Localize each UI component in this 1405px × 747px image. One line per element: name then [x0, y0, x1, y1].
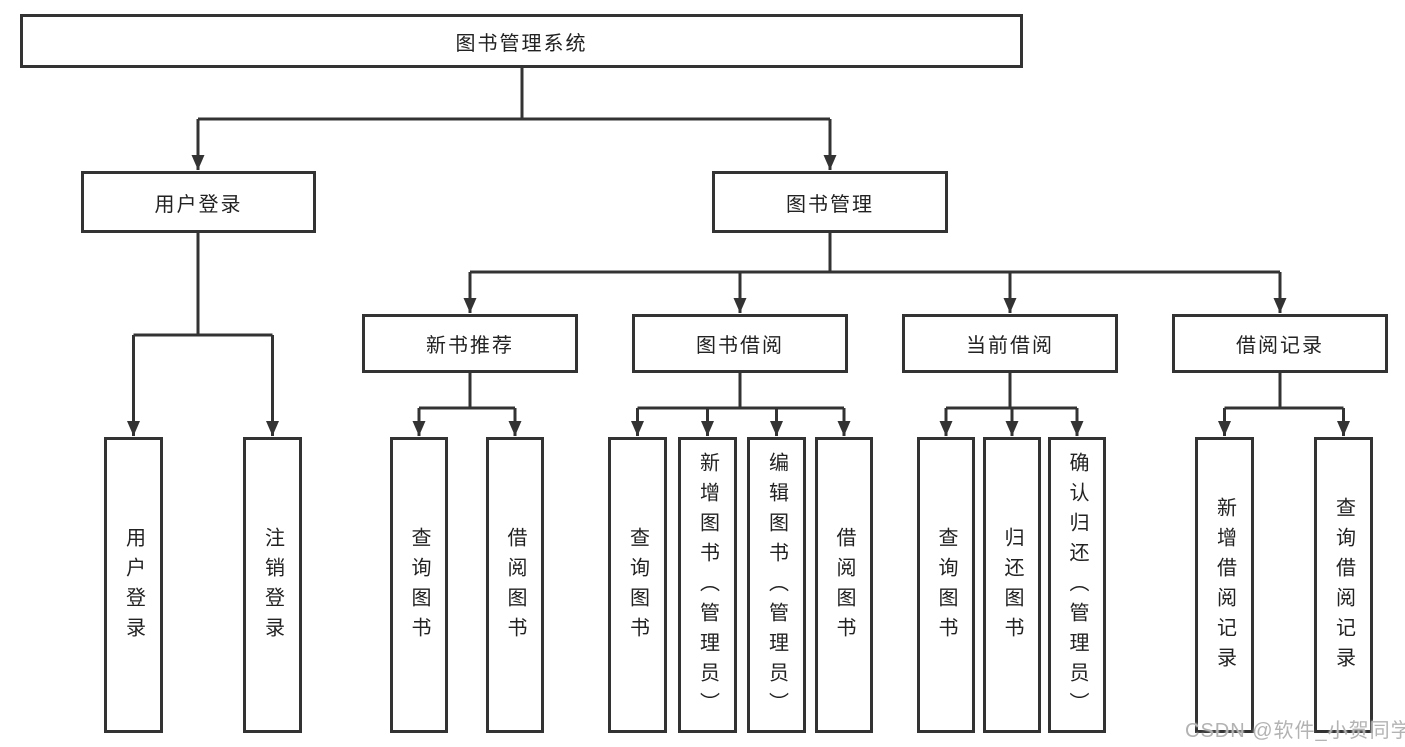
- node-query-books-current: 查询图书: [917, 437, 975, 733]
- node-query-books-borrowing: 查询图书: [608, 437, 667, 733]
- node-login: 用户登录: [104, 437, 163, 733]
- node-borrow-books-recommend: 借阅图书: [486, 437, 544, 733]
- node-new-book-recommend: 新书推荐: [362, 314, 578, 373]
- node-edit-book-admin: 编辑图书（管理员）: [747, 437, 806, 733]
- node-root: 图书管理系统: [20, 14, 1023, 68]
- node-confirm-return-admin: 确认归还（管理员）: [1048, 437, 1106, 733]
- node-logout: 注销登录: [243, 437, 302, 733]
- node-book-borrowing: 图书借阅: [632, 314, 848, 373]
- node-return-book: 归还图书: [983, 437, 1041, 733]
- node-add-borrow-record: 新增借阅记录: [1195, 437, 1254, 733]
- csdn-watermark: CSDN @软件_小贺同学: [1185, 720, 1405, 742]
- tree-trunk-lines: [133, 68, 1344, 410]
- node-book-management: 图书管理: [712, 171, 948, 233]
- node-user-login-module: 用户登录: [81, 171, 316, 233]
- node-borrow-books-borrowing: 借阅图书: [815, 437, 873, 733]
- node-add-book-admin: 新增图书（管理员）: [678, 437, 737, 733]
- node-borrowing-records: 借阅记录: [1172, 314, 1388, 373]
- node-query-books-recommend: 查询图书: [390, 437, 448, 733]
- node-current-borrowing: 当前借阅: [902, 314, 1118, 373]
- node-query-borrow-record: 查询借阅记录: [1314, 437, 1373, 733]
